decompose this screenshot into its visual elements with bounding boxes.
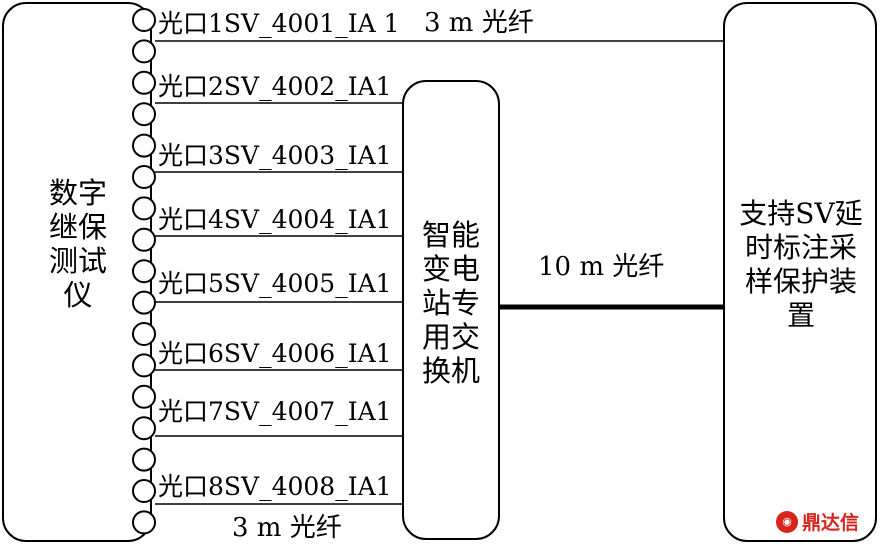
port-circle [132, 479, 156, 503]
device-label: 支持SV延 时标注采 样保护装 置 [739, 197, 863, 332]
fiber-lines [155, 40, 723, 505]
port-circle [132, 384, 156, 409]
fiber-top-label: 3 m 光纤 [424, 8, 534, 38]
port-circle [132, 39, 156, 64]
port-circle [132, 133, 156, 158]
digital-relay-tester-box [2, 2, 152, 542]
protection-device-box [723, 2, 877, 542]
port-circle [132, 447, 156, 472]
port-label-3: 光口3SV_4003_IA1 [158, 141, 392, 170]
port-circle [132, 227, 156, 252]
logo-icon: ◉ [776, 510, 798, 533]
port-label-8: 光口8SV_4008_IA1 [158, 472, 392, 501]
port-circle [132, 8, 156, 32]
port-label-2: 光口2SV_4002_IA1 [158, 72, 392, 101]
port-circle [132, 322, 156, 346]
fiber-mid-label: 10 m 光纤 [538, 252, 665, 282]
watermark-logo: ◉ 鼎达信 [776, 508, 859, 535]
port-label-4: 光口4SV_4004_IA1 [158, 205, 392, 234]
port-circle [132, 510, 156, 535]
port-circle [132, 165, 156, 189]
port-circles [132, 8, 156, 535]
tester-label: 数字 继保 测试 仪 [48, 176, 107, 312]
port-label-6: 光口6SV_4006_IA1 [158, 339, 392, 368]
port-circle [132, 353, 156, 378]
port-label-1: 光口1SV_4001_IA 1 [158, 9, 400, 38]
switch-label: 智能 变电 站专 用交 换机 [421, 218, 480, 388]
port-circle [132, 102, 156, 127]
watermark-text: 鼎达信 [802, 512, 860, 534]
port-label-5: 光口5SV_4005_IA1 [158, 269, 392, 298]
port-circle [132, 259, 156, 284]
port-label-7: 光口7SV_4007_IA1 [158, 397, 392, 426]
port-circle [132, 196, 156, 221]
fiber-bottom-label: 3 m 光纤 [232, 513, 342, 543]
port-circle [132, 70, 156, 95]
substation-switch-box [402, 80, 500, 540]
port-circle [132, 416, 156, 441]
